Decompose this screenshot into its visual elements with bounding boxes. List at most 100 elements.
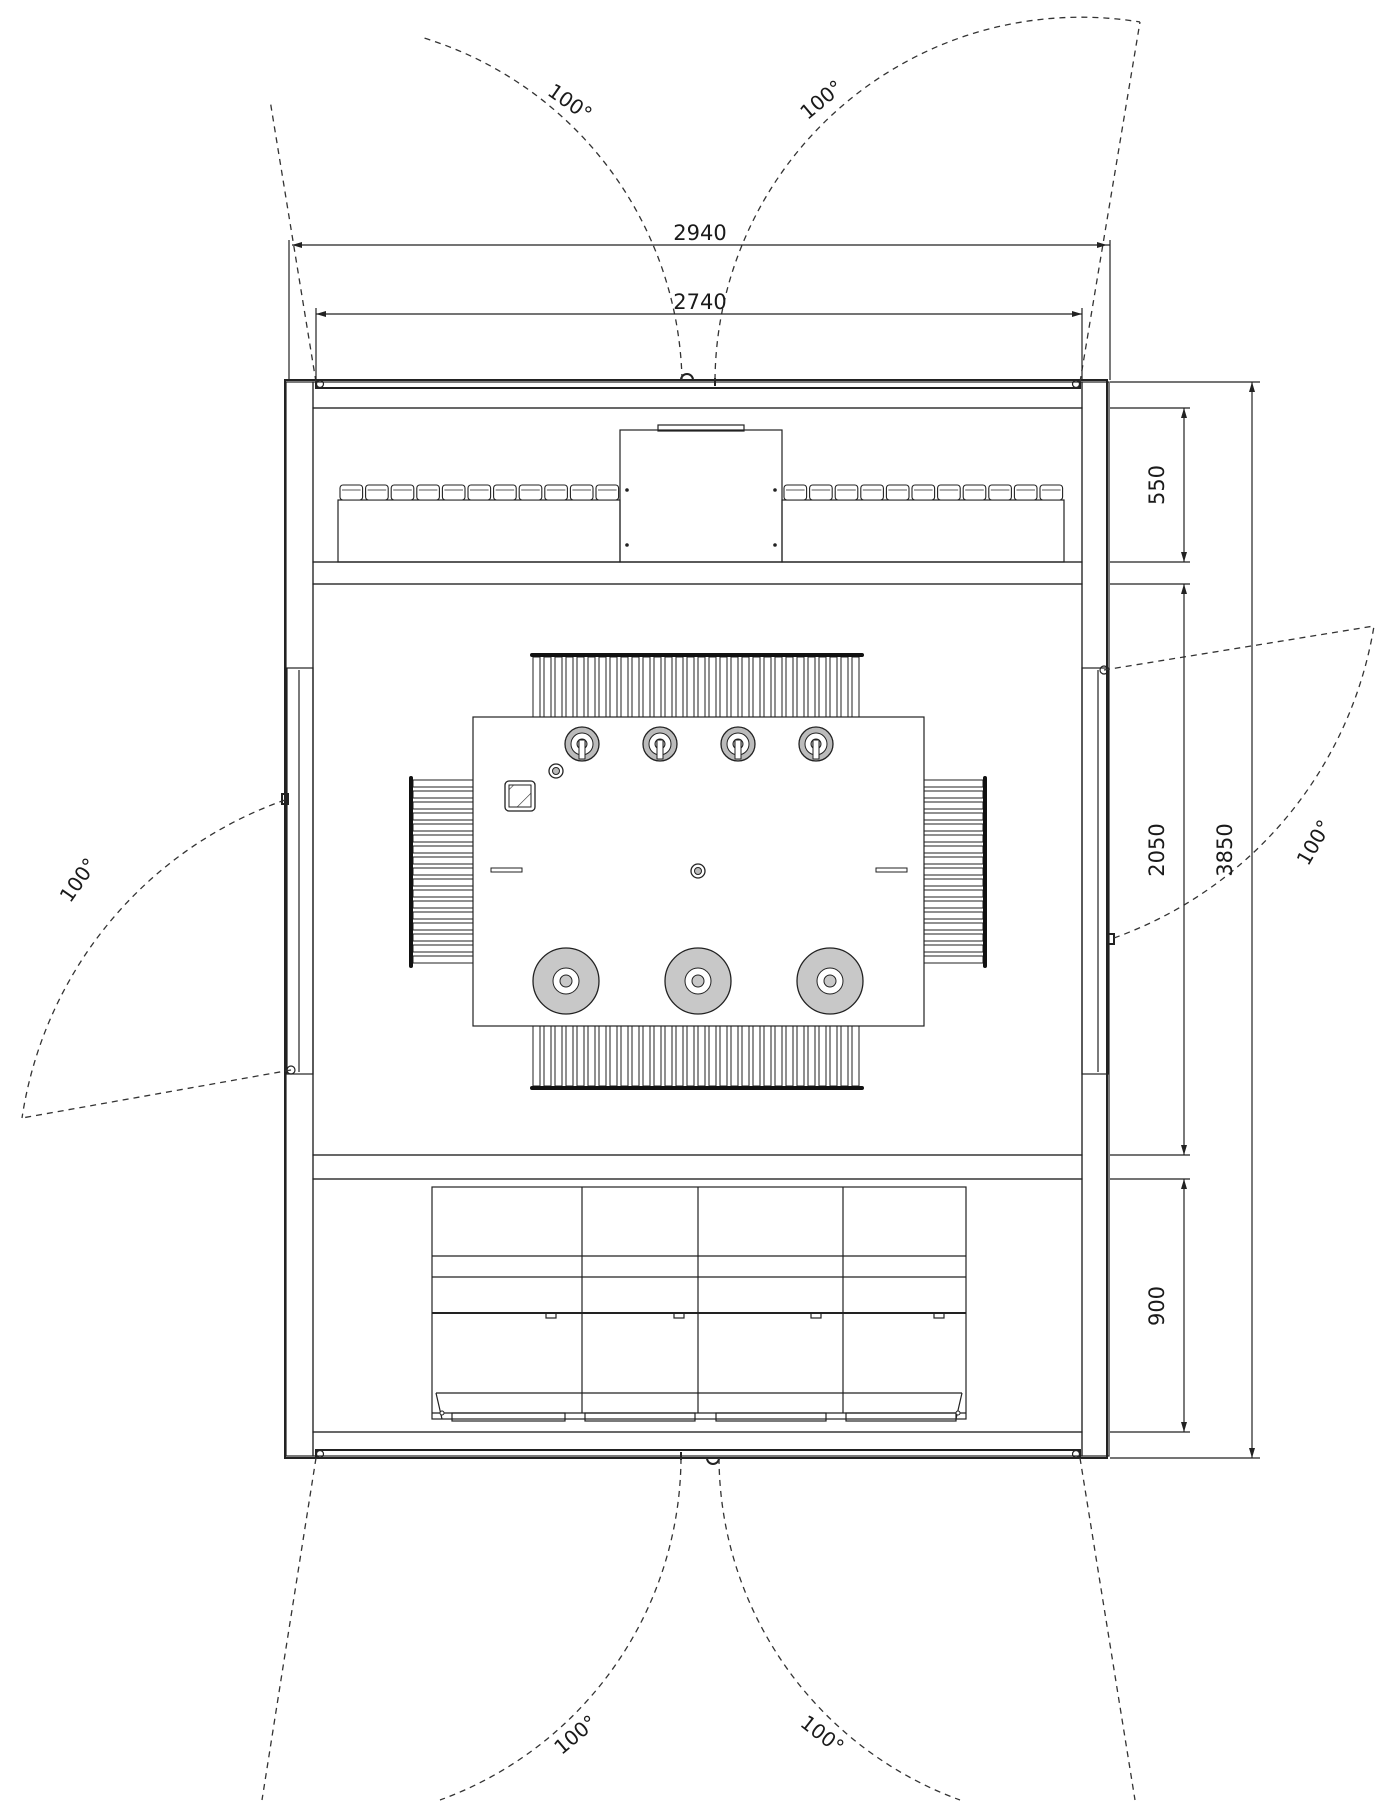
radiator-fin — [554, 1025, 563, 1087]
fuse-icon — [416, 484, 440, 501]
fuse-icon — [809, 484, 833, 501]
fuse-icon — [569, 484, 594, 501]
partition-top — [312, 561, 1083, 585]
radiator-fin — [543, 1025, 552, 1087]
fuse-icon — [834, 484, 859, 501]
mv-switchgear — [431, 1186, 967, 1422]
radiator-fin — [840, 1025, 849, 1087]
fuse-icon — [518, 484, 543, 501]
radiator-fin — [923, 845, 984, 854]
radiator-fin — [631, 656, 640, 718]
lifting-lug-icon — [490, 867, 523, 873]
radiator-fin — [923, 834, 984, 843]
radiator-fin — [412, 878, 474, 887]
fuse-icon — [860, 484, 884, 501]
radiator-fin — [642, 656, 651, 718]
radiator-fin — [609, 1025, 618, 1087]
bottom-doors — [315, 1449, 1081, 1465]
radiator-fin — [598, 656, 607, 718]
transformer-tank — [472, 716, 925, 1027]
radiator-fin — [923, 867, 984, 876]
left-door-leaf — [286, 667, 314, 1075]
radiator-fin — [923, 933, 984, 942]
radiator-fin — [412, 823, 474, 832]
dim-inner-width: 2740 — [673, 290, 726, 314]
radiator-fin — [818, 1025, 827, 1087]
radiator-fin — [576, 1025, 585, 1087]
radiator-fin — [807, 1025, 816, 1087]
fuse-icon — [885, 484, 910, 501]
fuse-icon — [441, 484, 466, 501]
radiator-fin — [664, 1025, 673, 1087]
fuse-icon — [595, 484, 620, 501]
radiator-fin — [620, 1025, 629, 1087]
hv-bushing-icon — [664, 947, 732, 1015]
radiator-fin — [412, 856, 474, 865]
radiator-fin — [851, 1025, 860, 1087]
radiator-fin — [598, 1025, 607, 1087]
fuse-icon — [390, 484, 415, 501]
radiator-fin — [923, 790, 984, 799]
hinge-icon — [1071, 379, 1081, 389]
radiator-fin — [412, 834, 474, 843]
fuse-icon — [1013, 484, 1038, 501]
hinge-icon — [315, 379, 325, 389]
fuse-icon — [783, 484, 808, 501]
radiator-right — [923, 779, 984, 964]
hinge-icon — [286, 1065, 296, 1075]
radiator-top — [532, 656, 860, 718]
radiator-fin — [851, 656, 860, 718]
top-doors — [315, 373, 1081, 389]
fuse-icon — [988, 484, 1012, 501]
radiator-fin — [923, 878, 984, 887]
bottom-door-leaf — [315, 1449, 1081, 1459]
radiator-fin — [412, 790, 474, 799]
lv-panel-right — [781, 499, 1065, 563]
fuse-icon — [937, 484, 961, 501]
lv-switchboard — [337, 424, 1065, 563]
radiator-fin — [609, 656, 618, 718]
lv-panel-left — [337, 499, 621, 563]
right-wall — [1081, 381, 1110, 1457]
radiator-bottom — [532, 1025, 860, 1087]
lifting-lug-icon — [875, 867, 908, 873]
fuse-icon — [544, 484, 568, 501]
radiator-fin — [642, 1025, 651, 1087]
dim-total-height: 3850 — [1213, 823, 1237, 876]
radiator-fin — [829, 1025, 838, 1087]
radiator-fin — [532, 1025, 541, 1087]
dim-outer-width: 2940 — [673, 221, 726, 245]
radiator-fin — [565, 656, 574, 718]
radiator-fin — [774, 656, 783, 718]
transformer — [409, 653, 987, 1090]
radiator-fin — [412, 801, 474, 810]
fuse-row-right — [783, 484, 1064, 501]
radiator-fin — [719, 656, 728, 718]
angle-right: 100° — [1291, 816, 1336, 870]
radiator-fin — [412, 845, 474, 854]
door-swings — [21, 16, 1375, 1801]
radiator-fin — [923, 922, 984, 931]
door-handle-icon — [1107, 933, 1115, 945]
radiator-fin — [741, 1025, 750, 1087]
radiator-fin — [730, 656, 739, 718]
radiator-fin — [796, 656, 805, 718]
radiator-fin — [763, 656, 772, 718]
dimension-lines — [288, 240, 1260, 1459]
fuse-icon — [365, 484, 389, 501]
fuse-icon — [339, 484, 364, 501]
lv-bushing-icon — [798, 726, 834, 762]
hinge-icon — [315, 1449, 325, 1459]
bottom-compartment — [312, 1178, 1083, 1433]
radiator-fin — [697, 656, 706, 718]
partition-bottom — [312, 1154, 1083, 1180]
radiator-fin — [412, 944, 474, 953]
fuse-icon — [962, 484, 987, 501]
lv-bushing-icon — [642, 726, 678, 762]
radiator-fin — [719, 1025, 728, 1087]
swing-arc-right — [1113, 625, 1375, 939]
dim-bottom-compartment: 900 — [1145, 1286, 1169, 1326]
swing-arc-bottom-right — [718, 1457, 961, 1801]
fuse-icon — [493, 484, 517, 501]
